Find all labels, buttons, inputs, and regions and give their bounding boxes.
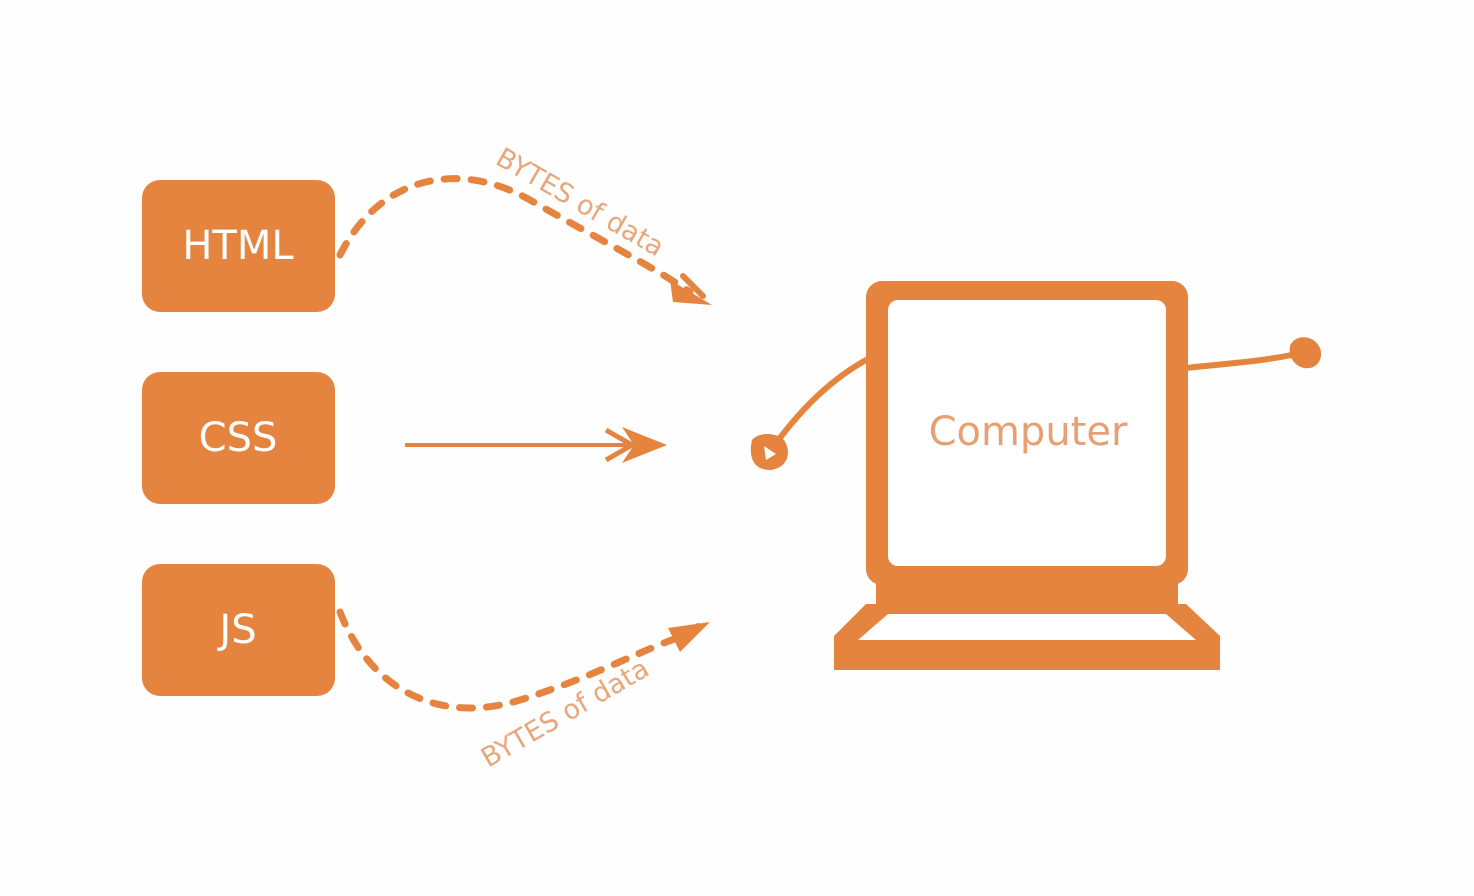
computer-right-arm	[1183, 351, 1299, 371]
css-box-shape	[142, 372, 335, 504]
computer-left-hand-detail	[764, 446, 776, 460]
middle-arrowhead-icon	[622, 427, 667, 463]
js-box-label: JS	[216, 607, 256, 653]
middle-arrowhead-fletch-icon	[604, 427, 635, 463]
css-box: CSS	[142, 372, 335, 504]
bottom-arrowhead-icon	[668, 622, 710, 652]
html-box-shape	[142, 180, 335, 312]
computer-right-hand-icon	[1289, 337, 1322, 369]
js-box-shape	[142, 564, 335, 696]
top-dashed-arrow	[336, 175, 712, 305]
bottom-bytes-label: BYTES of data	[476, 653, 655, 774]
js-box: JS	[142, 564, 335, 696]
bottom-arrowhead-fletch-icon	[673, 623, 701, 641]
computer-screen	[888, 300, 1166, 566]
computer-icon: Computer	[750, 281, 1322, 670]
bottom-dashed-arrow	[336, 608, 710, 712]
bottom-dashed-arrow-line	[336, 608, 694, 712]
computer-base-keyboard-area	[858, 614, 1196, 640]
computer-stand-neck	[876, 582, 1178, 604]
top-arrowhead-fletch-icon	[680, 273, 706, 299]
middle-arrow	[405, 427, 667, 463]
html-box: HTML	[142, 180, 335, 312]
computer-label: Computer	[929, 409, 1128, 455]
top-dashed-arrow-line	[336, 175, 694, 296]
css-box-label: CSS	[199, 415, 278, 461]
top-bytes-label: BYTES of data	[491, 142, 670, 263]
html-box-label: HTML	[182, 223, 294, 269]
computer-left-arm	[771, 357, 869, 449]
top-arrowhead-icon	[670, 280, 712, 305]
